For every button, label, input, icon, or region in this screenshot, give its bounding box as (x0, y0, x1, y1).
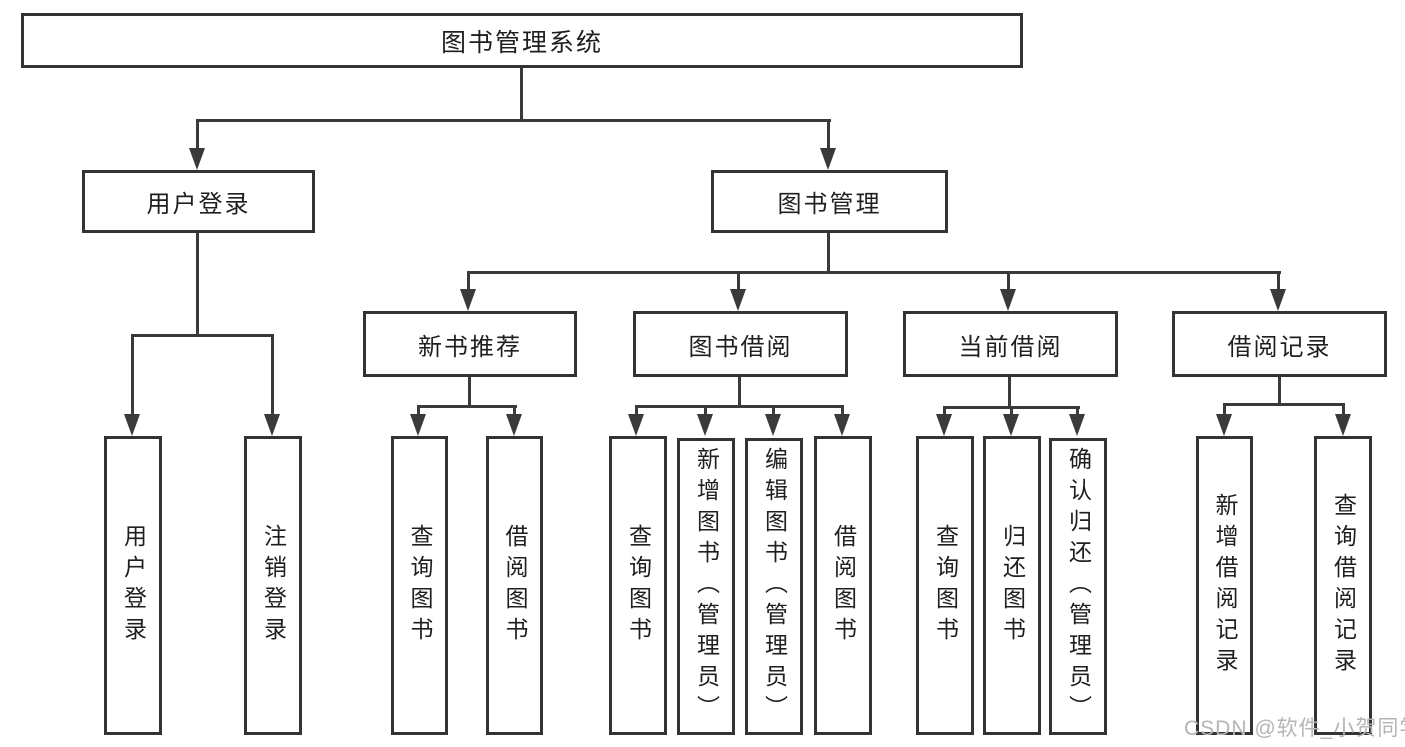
node-user-login: 用户登录 (82, 170, 315, 233)
connector-vline (841, 405, 844, 417)
connector-vline (1278, 377, 1281, 406)
leaf-rec-borrow-book: 借阅图书 (486, 436, 543, 735)
connector-vline (1007, 271, 1010, 291)
arrowhead-down-icon (410, 414, 426, 436)
connector-vline (827, 119, 830, 150)
connector-hline (467, 271, 1281, 274)
connector-vline (704, 405, 707, 417)
csdn-watermark: CSDN @软件_小贺同学 (1184, 717, 1405, 740)
node-borrowing-records: 借阅记录 (1172, 311, 1387, 377)
node-current-borrowing: 当前借阅 (903, 311, 1118, 377)
leaf-logout: 注销登录 (244, 436, 302, 735)
node-book-borrowing: 图书借阅 (633, 311, 848, 377)
connector-vline (271, 334, 274, 416)
connector-vline (1223, 403, 1226, 417)
connector-hline (417, 405, 517, 408)
leaf-rec-query-book: 查询图书 (391, 436, 448, 735)
arrowhead-down-icon (697, 414, 713, 436)
leaf-cur-return-book: 归还图书 (983, 436, 1041, 735)
arrowhead-down-icon (820, 148, 836, 170)
arrowhead-down-icon (628, 414, 644, 436)
connector-vline (1277, 271, 1280, 291)
arrowhead-down-icon (189, 148, 205, 170)
connector-vline (513, 405, 516, 417)
leaf-cur-confirm-return-admin: 确认归还（管理员） (1049, 438, 1107, 735)
leaf-log-add-record: 新增借阅记录 (1196, 436, 1253, 735)
leaf-log-query-record: 查询借阅记录 (1314, 436, 1372, 735)
connector-vline (772, 405, 775, 417)
connector-hline (1223, 403, 1345, 406)
connector-vline (417, 405, 420, 417)
arrowhead-down-icon (834, 414, 850, 436)
connector-vline (196, 233, 199, 337)
arrowhead-down-icon (1270, 289, 1286, 311)
arrowhead-down-icon (1335, 414, 1351, 436)
connector-hline (131, 334, 274, 337)
arrowhead-down-icon (506, 414, 522, 436)
leaf-bor-query-book: 查询图书 (609, 436, 667, 735)
node-book-management: 图书管理 (711, 170, 948, 233)
connector-hline (196, 119, 831, 122)
arrowhead-down-icon (1216, 414, 1232, 436)
arrowhead-down-icon (1000, 289, 1016, 311)
connector-vline (1010, 406, 1013, 417)
connector-hline (635, 405, 844, 408)
arrowhead-down-icon (264, 414, 280, 436)
leaf-bor-borrow-book: 借阅图书 (814, 436, 872, 735)
leaf-cur-query-book: 查询图书 (916, 436, 974, 735)
node-root-library-system: 图书管理系统 (21, 13, 1023, 68)
node-new-book-recommend: 新书推荐 (363, 311, 577, 377)
arrowhead-down-icon (730, 289, 746, 311)
connector-vline (520, 68, 523, 120)
connector-vline (943, 406, 946, 417)
connector-vline (131, 334, 134, 416)
arrowhead-down-icon (460, 289, 476, 311)
connector-vline (827, 233, 830, 274)
arrowhead-down-icon (1069, 414, 1085, 436)
leaf-bor-edit-book-admin: 编辑图书（管理员） (745, 438, 803, 735)
connector-vline (1008, 377, 1011, 408)
connector-vline (467, 271, 470, 291)
connector-vline (1342, 403, 1345, 417)
connector-vline (737, 271, 740, 291)
arrowhead-down-icon (1003, 414, 1019, 436)
arrowhead-down-icon (124, 414, 140, 436)
connector-vline (468, 377, 471, 407)
leaf-bor-add-book-admin: 新增图书（管理员） (677, 438, 735, 735)
connector-vline (1076, 406, 1079, 417)
arrowhead-down-icon (765, 414, 781, 436)
connector-vline (738, 377, 741, 407)
leaf-user-login: 用户登录 (104, 436, 162, 735)
connector-vline (635, 405, 638, 417)
connector-vline (196, 119, 199, 150)
arrowhead-down-icon (936, 414, 952, 436)
